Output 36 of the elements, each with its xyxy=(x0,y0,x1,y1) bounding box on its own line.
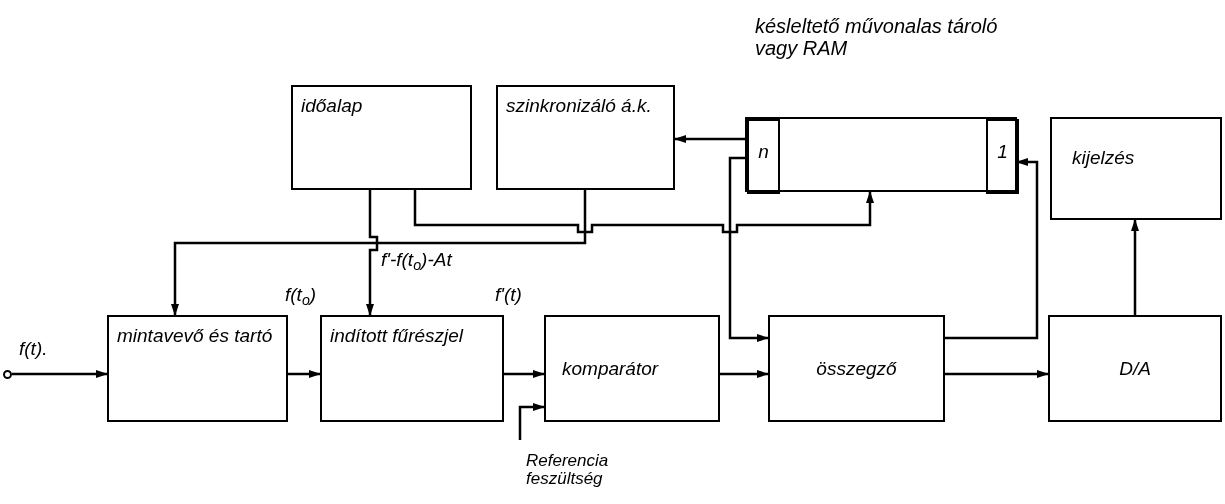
arrow xyxy=(945,370,1049,378)
arrow xyxy=(674,135,745,143)
arrow xyxy=(288,370,321,378)
block-label: összegző xyxy=(816,357,897,380)
arrow xyxy=(504,370,545,378)
block-box xyxy=(107,315,288,422)
arrow xyxy=(518,403,545,440)
block-label: időalap xyxy=(301,95,364,117)
block-box xyxy=(1050,117,1222,220)
block-label: Referencia feszültség xyxy=(526,452,610,488)
block-label: n xyxy=(758,141,769,163)
block-label: 1 xyxy=(997,141,1008,163)
block-label: komparátor xyxy=(562,357,659,380)
block-label: kijelzés xyxy=(1072,147,1136,169)
arrow xyxy=(720,370,769,378)
block-box xyxy=(1048,315,1222,422)
block-box xyxy=(320,315,504,422)
arrow xyxy=(171,190,587,316)
arrow xyxy=(728,156,769,342)
arrow xyxy=(12,370,108,378)
arrow xyxy=(1131,219,1139,315)
block-box xyxy=(496,85,675,190)
register-cell xyxy=(986,119,1019,194)
block-label: szinkronizáló á.k. xyxy=(506,95,653,117)
block-label: mintavevő és tartó xyxy=(117,325,274,347)
block-label: D/A xyxy=(1119,357,1151,380)
block-box xyxy=(768,315,945,422)
arrow xyxy=(366,190,379,316)
block-box xyxy=(291,85,472,190)
delay-line-title: késleltető művonalas tároló vagy RAM xyxy=(755,15,999,59)
input-terminal xyxy=(3,370,12,379)
register-cell xyxy=(747,119,780,194)
arrow xyxy=(413,190,874,234)
block-label: indított fűrészjel xyxy=(330,325,465,347)
arrow xyxy=(945,158,1039,340)
block-box xyxy=(544,315,720,422)
